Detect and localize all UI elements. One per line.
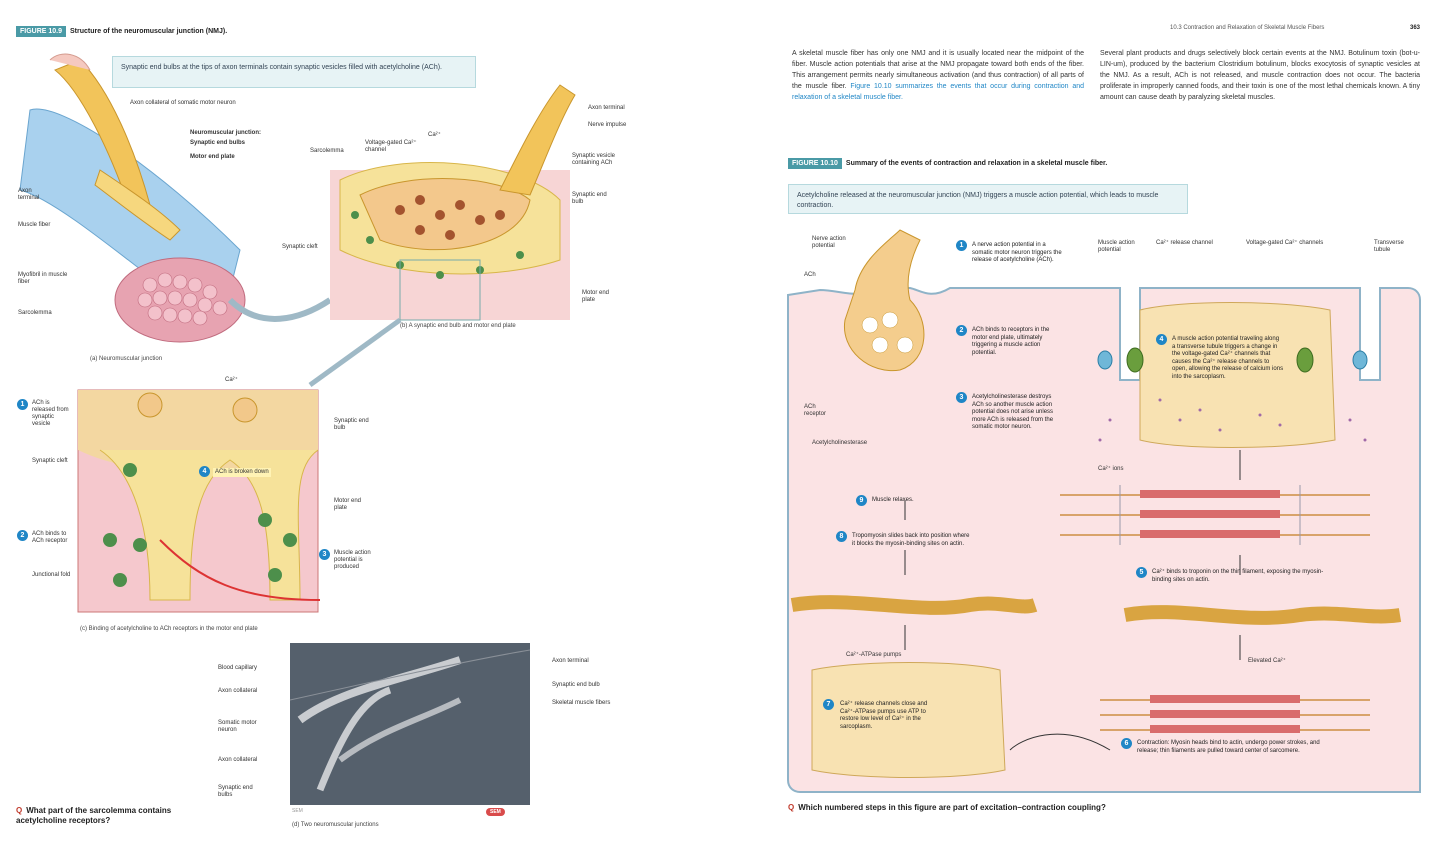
label-muscle-ap-right: Muscle action potential	[1098, 240, 1135, 253]
label-ach-released: ACh is released from synaptic vesicle	[32, 400, 69, 427]
label-ach-broken-down: ACh is broken down	[213, 468, 271, 477]
label-nerve-ap: Nerve action potential	[812, 236, 846, 249]
figure-tag-2: FIGURE 10.10	[788, 158, 842, 169]
label-synaptic-end-bulbs: Synaptic end bulbs	[190, 140, 246, 146]
label-ach-receptor: ACh receptor	[804, 404, 827, 417]
label-elevated-ca: Elevated Ca²⁺	[1248, 658, 1286, 664]
caption-a: (a) Neuromuscular junction	[90, 356, 163, 362]
step-4-marker: 4	[199, 466, 210, 477]
label-axon-terminal-b: Axon terminal	[588, 105, 625, 111]
step-6-text: Contraction: Myosin heads bind to actin,…	[1137, 740, 1320, 754]
nmj-illustrations	[19, 53, 576, 805]
step-9-text: Muscle relaxes.	[872, 497, 914, 503]
label-synaptic-end-bulbs-d: Synaptic end bulbs	[218, 785, 253, 798]
step-8-badge: 8	[836, 531, 847, 542]
panel-d-art	[289, 643, 531, 805]
step-5-badge: 5	[1136, 567, 1147, 578]
label-synaptic-end-bulb-c: Synaptic end bulb	[334, 418, 369, 431]
label-synaptic-cleft-b: Synaptic cleft	[282, 244, 318, 250]
label-muscle-fiber: Muscle fiber	[18, 222, 51, 228]
label-myofibril: Myofibril in muscle fiber	[18, 272, 68, 285]
panel-c-art	[77, 389, 321, 613]
label-axon-terminal-d: Axon terminal	[552, 658, 589, 664]
step-7-badge: 7	[823, 699, 834, 710]
micro-credit: SEM	[292, 808, 303, 814]
label-ca-channel: Voltage-gated Ca²⁺ channel	[365, 140, 417, 153]
label-ca-ions: Ca²⁺ ions	[1098, 466, 1124, 472]
label-ach: ACh	[804, 272, 816, 278]
label-motor-end-plate-c: Motor end plate	[334, 498, 362, 511]
label-ach-binds: ACh binds to ACh receptor	[32, 531, 68, 544]
label-muscle-ap: Muscle action potential is produced	[334, 550, 371, 570]
label-transverse-tubule: Transverse tubule	[1374, 240, 1404, 253]
step-3-text: Acetylcholinesterase destroys ACh so ano…	[972, 394, 1054, 430]
step-3-marker: 3	[319, 549, 330, 560]
step-2-text: ACh binds to receptors in the motor end …	[972, 327, 1050, 356]
figure-tag: FIGURE 10.9	[16, 26, 67, 37]
label-axon-collateral-d1: Axon collateral	[218, 688, 258, 694]
label-axon-collateral: Axon collateral of somatic motor neuron	[130, 100, 236, 106]
label-synaptic-vesicle: Synaptic vesicle containing ACh	[572, 153, 616, 166]
sem-badge: SEM	[486, 808, 505, 816]
step-3-badge: 3	[956, 392, 967, 403]
step-4-badge: 4	[1156, 334, 1167, 345]
step-2-marker: 2	[17, 530, 28, 541]
label-motor-end-plate-b: Motor end plate	[582, 290, 610, 303]
step-5-text: Ca²⁺ binds to troponin on the thin filam…	[1152, 569, 1324, 583]
question-mark-icon-2: Q	[788, 803, 795, 812]
panel-b-art	[330, 84, 576, 321]
label-nerve-impulse: Nerve impulse	[588, 122, 627, 128]
label-synaptic-end-bulb-b: Synaptic end bulb	[572, 192, 607, 205]
label-junctional-fold: Junctional fold	[32, 572, 71, 578]
step-1-badge: 1	[956, 240, 967, 251]
label-axon-collateral-d2: Axon collateral	[218, 757, 258, 763]
label-somatic-motor-neuron: Somatic motor neuron	[218, 720, 257, 733]
contraction-summary-art	[787, 229, 1421, 793]
caption-d: (d) Two neuromuscular junctions	[292, 822, 379, 828]
label-synaptic-end-bulb-d: Synaptic end bulb	[552, 682, 600, 688]
step-6-badge: 6	[1121, 738, 1132, 749]
label-voltage-gated-channels: Voltage-gated Ca²⁺ channels	[1246, 240, 1324, 246]
step-4-text: A muscle action potential traveling alon…	[1172, 336, 1284, 380]
panel-a-art	[19, 53, 246, 343]
step-1-text: A nerve action potential in a somatic mo…	[972, 242, 1062, 263]
label-ca-c: Ca²⁺	[225, 377, 238, 383]
label-ca-atpase-pumps: Ca²⁺-ATPase pumps	[846, 652, 902, 658]
body-column-1: A skeletal muscle fiber has only one NMJ…	[792, 50, 1085, 101]
label-sarcolemma-a: Sarcolemma	[18, 310, 52, 316]
step-8-text: Tropomyosin slides back into position wh…	[852, 533, 970, 547]
sarcomere-contracted	[1100, 695, 1370, 733]
label-sarcolemma-b: Sarcolemma	[310, 148, 344, 154]
caption-b: (b) A synaptic end bulb and motor end pl…	[400, 323, 516, 329]
page-number: 363	[1410, 25, 1421, 31]
step-1-marker: 1	[17, 399, 28, 410]
running-head: 10.3 Contraction and Relaxation of Skele…	[1170, 25, 1325, 31]
right-page: 10.3 Contraction and Relaxation of Skele…	[720, 0, 1440, 846]
label-skeletal-muscle-fibers: Skeletal muscle fibers	[552, 700, 611, 706]
body-column-2: Several plant products and drugs selecti…	[1100, 50, 1420, 101]
label-blood-capillary: Blood capillary	[218, 665, 258, 671]
step-2-badge: 2	[956, 325, 967, 336]
question-mark-icon: Q	[16, 806, 23, 815]
label-synaptic-cleft-c: Synaptic cleft	[32, 458, 68, 464]
sarcomere-relaxed	[1060, 485, 1370, 545]
intro-box-2: Acetylcholine released at the neuromuscu…	[788, 184, 1188, 214]
label-axon-terminal: Axon terminal	[18, 188, 40, 201]
label-nmj: Neuromuscular junction:	[190, 130, 262, 136]
step-9-badge: 9	[856, 495, 867, 506]
step-7-text: Ca²⁺ release channels close and Ca²⁺-ATP…	[840, 701, 928, 730]
figure-link[interactable]: Figure 10.10 summarizes the events that …	[792, 83, 1085, 101]
label-acetylcholinesterase: Acetylcholinesterase	[812, 440, 868, 446]
label-motor-end-plate: Motor end plate	[190, 154, 235, 160]
label-ca: Ca²⁺	[428, 132, 441, 138]
intro-box: Synaptic end bulbs at the tips of axon t…	[112, 56, 476, 88]
label-ca-release-channel: Ca²⁺ release channel	[1156, 240, 1213, 246]
caption-c: (c) Binding of acetylcholine to ACh rece…	[80, 626, 258, 632]
